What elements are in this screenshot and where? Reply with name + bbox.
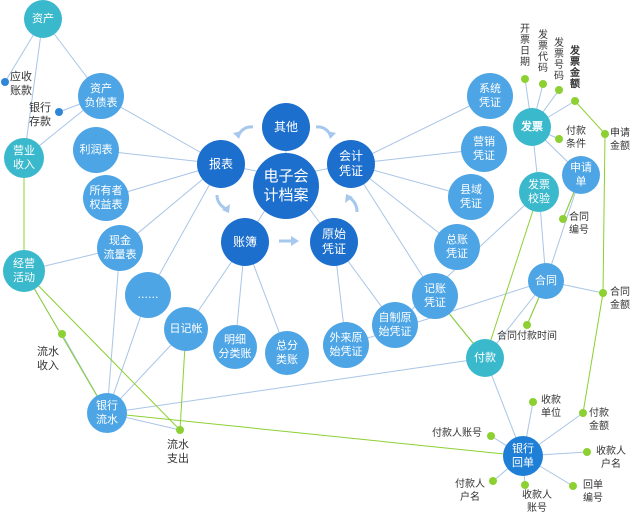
ledger-item-subsidiary-ledger[interactable]: 明细 分类账 xyxy=(213,325,257,369)
ring-arrow-icon xyxy=(215,194,230,213)
voucher-item-county[interactable]: 县域 凭证 xyxy=(448,174,494,220)
receipt-no-label: 回单 编号 xyxy=(583,480,603,504)
ring-node-original-voucher[interactable]: 原始 凭证 xyxy=(310,218,358,266)
original-item-self-made[interactable]: 自制原 始凭证 xyxy=(372,302,418,348)
invoice-check-node[interactable]: 发票 校验 xyxy=(519,172,559,212)
ring-node-report[interactable]: 报表 xyxy=(197,140,245,188)
pay-amount-label: 付款 金额 xyxy=(589,408,609,432)
receipt-no-dot xyxy=(569,482,577,490)
ring-node-other[interactable]: 其他 xyxy=(262,103,310,151)
flow-expense-dot xyxy=(176,426,184,434)
report-item-more[interactable]: ...... xyxy=(125,272,171,318)
payer-name-label: 付款人 户名 xyxy=(455,479,485,503)
payer-account-label: 付款人账号 xyxy=(432,428,482,439)
original-item-external[interactable]: 外来原 始凭证 xyxy=(323,322,369,368)
contract-node[interactable]: 合同 xyxy=(528,263,564,299)
payer-account-dot xyxy=(487,432,495,440)
connector-line xyxy=(147,163,222,296)
flow-expense-label: 流水 支出 xyxy=(167,438,189,465)
bank-receipt-node[interactable]: 银行 回单 xyxy=(503,436,543,476)
payee-unit-label: 收款 单位 xyxy=(541,395,561,419)
receivable-dot xyxy=(1,78,9,86)
invoice-code-dot xyxy=(539,80,547,88)
contract-amount-dot xyxy=(599,289,607,297)
connector-line xyxy=(106,412,524,457)
ring-arrow-icon xyxy=(345,194,359,213)
connector-line xyxy=(23,18,44,159)
contract-pay-time-label: 合同付款时间 xyxy=(497,331,557,342)
pay-terms-dot xyxy=(555,135,563,143)
receivable-label: 应收 账款 xyxy=(10,70,32,97)
ring-arrow-icon xyxy=(233,125,254,139)
invoice-issue-date-dot xyxy=(521,75,529,83)
payee-name-label: 收款人 户名 xyxy=(596,446,626,470)
voucher-item-bookkeeping[interactable]: 记账 凭证 xyxy=(412,273,458,319)
report-item-equity-statement[interactable]: 所有者 权益表 xyxy=(83,175,129,221)
report-item-cash-flow[interactable]: 现金 流量表 xyxy=(97,225,143,271)
bank-deposit-dot xyxy=(55,108,63,116)
payee-unit-dot xyxy=(529,398,537,406)
payment-node[interactable]: 付款 xyxy=(466,339,504,377)
center-node-electronic-archive[interactable]: 电子会 计档案 xyxy=(253,153,319,219)
bank-flow-node[interactable]: 银行 流水 xyxy=(87,393,127,433)
revenue-node[interactable]: 营业 收入 xyxy=(4,138,44,178)
pay-terms-label: 付款 条件 xyxy=(566,126,586,150)
connector-line xyxy=(484,191,540,359)
ring-node-ledger[interactable]: 账簿 xyxy=(221,218,269,266)
assets-node[interactable]: 资产 xyxy=(24,0,62,38)
invoice-field-invoice-number: 发票号码 xyxy=(554,38,564,82)
invoice-amount-dot xyxy=(571,97,579,105)
ledger-item-general-ledger[interactable]: 总分 类账 xyxy=(265,331,309,375)
ring-node-accounting-voucher[interactable]: 会计 凭证 xyxy=(327,140,375,188)
pay-amount-dot xyxy=(579,409,587,417)
bank-deposit-label: 银行 存款 xyxy=(29,101,51,128)
connector-line xyxy=(582,292,604,414)
contract-no-label: 合同 编号 xyxy=(569,212,589,236)
ring-arrow-icon xyxy=(315,125,336,139)
contract-amount-label: 合同 金额 xyxy=(610,287,630,311)
voucher-item-marketing[interactable]: 营销 凭证 xyxy=(461,126,507,172)
voucher-item-system[interactable]: 系统 凭证 xyxy=(467,73,513,119)
invoice-field-issue-date: 开票日期 xyxy=(520,24,530,68)
ledger-item-journal[interactable]: 日记帐 xyxy=(164,307,208,351)
apply-amount-label: 申请 金额 xyxy=(610,128,630,152)
connector-line xyxy=(350,163,436,297)
voucher-item-general-ledger[interactable]: 总账 凭证 xyxy=(434,224,480,270)
ring-arrow-icon xyxy=(279,236,299,246)
connector-line xyxy=(106,247,121,414)
report-item-balance-sheet[interactable]: 资产 负债表 xyxy=(78,73,124,119)
payee-account-dot xyxy=(521,481,529,489)
contract-pay-time-dot xyxy=(523,321,531,329)
connector-line xyxy=(602,133,606,294)
payer-name-dot xyxy=(489,477,497,485)
payee-account-label: 收款人 账号 xyxy=(522,490,552,514)
apply-form-node[interactable]: 申请 单 xyxy=(562,156,600,194)
report-item-income-statement[interactable]: 利润表 xyxy=(73,127,119,173)
connector-line xyxy=(23,270,181,431)
contract-no-dot xyxy=(559,215,567,223)
flow-income-label: 流水 收入 xyxy=(37,345,59,372)
connector-line xyxy=(106,357,486,414)
operating-activity-node[interactable]: 经营 活动 xyxy=(3,250,45,292)
invoice-field-invoice-code: 发票代码 xyxy=(538,30,548,74)
invoice-node[interactable]: 发票 xyxy=(513,108,551,146)
connector-line xyxy=(574,100,606,135)
connector-line xyxy=(350,95,491,165)
invoice-field-invoice-amount: 发票金额 xyxy=(570,46,580,90)
connector-line xyxy=(23,270,108,414)
flow-income-dot xyxy=(58,330,66,338)
invoice-number-dot xyxy=(555,86,563,94)
apply-amount-dot xyxy=(601,130,609,138)
payee-name-dot xyxy=(583,448,591,456)
